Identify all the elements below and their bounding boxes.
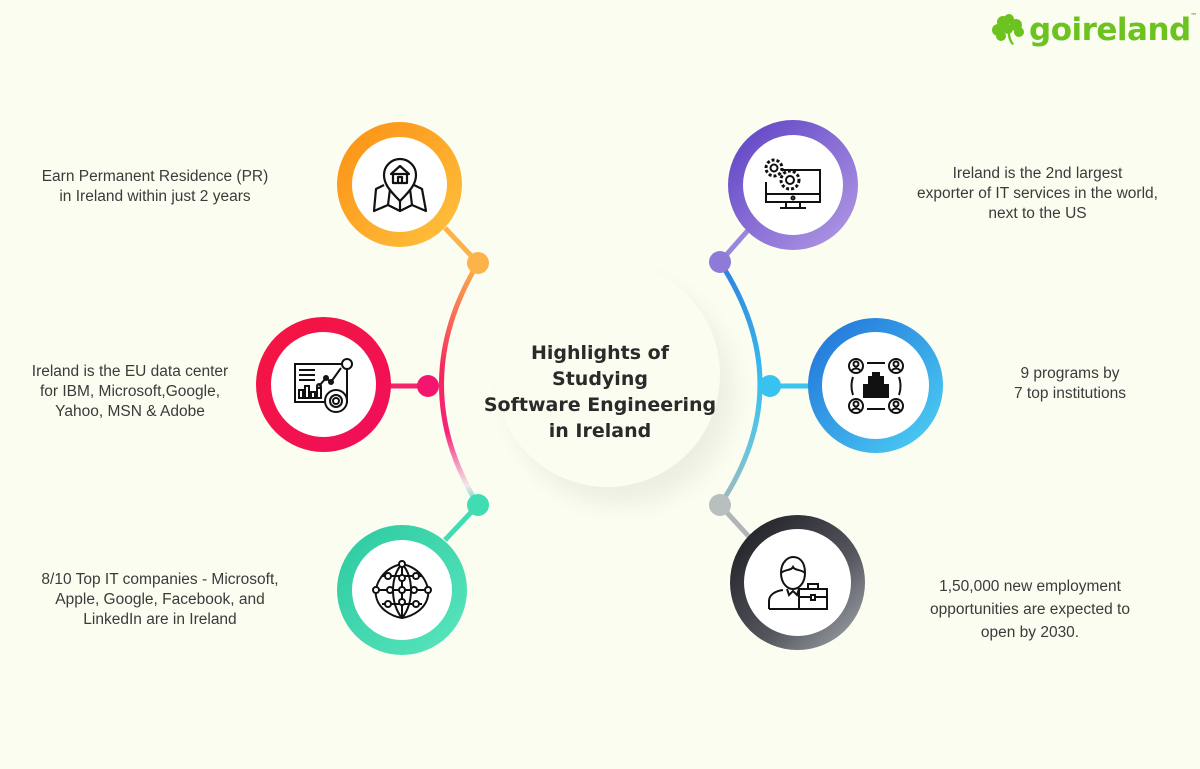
highlight-caption-it-exporter: Ireland is the 2nd largest exporter of I… (885, 164, 1190, 224)
institution-network-icon (847, 357, 904, 414)
caption-line: in Ireland within just 2 years (59, 188, 251, 205)
caption-line: Earn Permanent Residence (PR) (41, 168, 269, 185)
caption-line: Ireland is the 2nd largest (952, 165, 1123, 182)
logo-text: goireland (1029, 12, 1191, 48)
analytics-dashboard-icon (293, 357, 353, 413)
caption-line: Apple, Google, Facebook, and (55, 591, 265, 608)
highlight-ring-data-center (256, 317, 391, 452)
title-line: in Ireland (548, 420, 652, 442)
map-pin-home-icon (372, 157, 427, 212)
center-circle (495, 262, 720, 487)
highlight-caption-programs: 9 programs by 7 top institutions (960, 364, 1180, 404)
caption-line: open by 2030. (980, 624, 1080, 641)
highlight-ring-it-exporter (728, 120, 858, 250)
title-line: Software Engineering (483, 394, 717, 416)
caption-line: LinkedIn are in Ireland (83, 611, 237, 628)
caption-line: 7 top institutions (1013, 385, 1126, 402)
title-line: Highlights of (530, 342, 670, 364)
goireland-logo[interactable]: goireland ™ (992, 10, 1197, 50)
caption-line: next to the US (988, 205, 1087, 222)
highlight-ring-employment (730, 515, 865, 650)
caption-line: for IBM, Microsoft,Google, (39, 383, 221, 400)
caption-line: exporter of IT services in the world, (917, 185, 1158, 202)
highlight-ring-it-companies (337, 525, 467, 655)
employee-briefcase-icon (767, 555, 828, 610)
highlight-caption-pr: Earn Permanent Residence (PR) in Ireland… (10, 167, 300, 207)
caption-line: Yahoo, MSN & Adobe (55, 403, 205, 420)
caption-line: opportunities are expected to (930, 601, 1130, 618)
highlight-caption-it-companies: 8/10 Top IT companies - Microsoft, Apple… (5, 570, 315, 630)
caption-line: Ireland is the EU data center (31, 363, 229, 380)
highlight-caption-employment: 1,50,000 new employment opportunities ar… (880, 575, 1180, 644)
title-line: Studying (552, 368, 648, 390)
highlight-ring-pr (337, 122, 462, 247)
trademark: ™ (1190, 12, 1197, 20)
caption-line: 9 programs by (1020, 365, 1120, 382)
shamrock-icon (992, 14, 1024, 45)
highlight-caption-data-center: Ireland is the EU data center for IBM, M… (0, 362, 260, 422)
caption-line: 1,50,000 new employment (939, 578, 1121, 595)
computer-settings-icon (764, 158, 821, 209)
global-network-icon (372, 560, 432, 620)
highlight-ring-programs (808, 318, 943, 453)
page-title: Highlights of Studying Software Engineer… (470, 340, 730, 444)
caption-line: 8/10 Top IT companies - Microsoft, (41, 571, 279, 588)
